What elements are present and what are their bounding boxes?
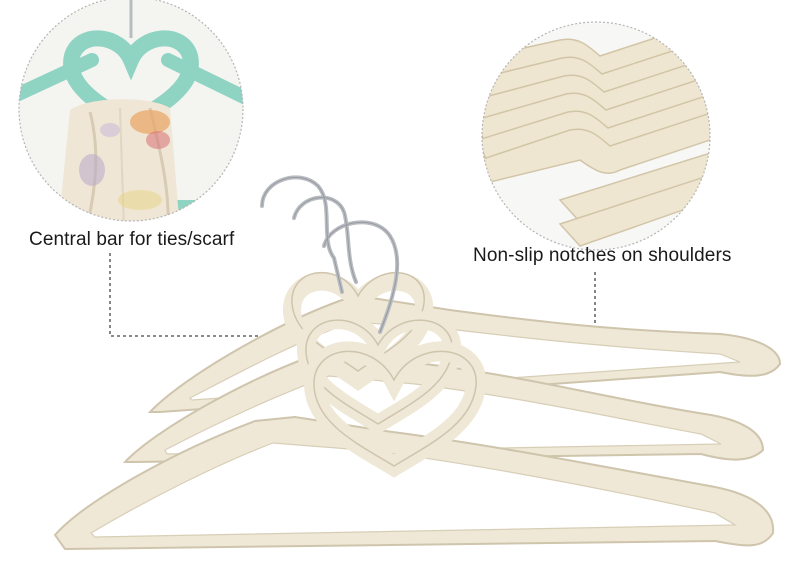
main-hanger-stack bbox=[53, 175, 782, 551]
hanger-front bbox=[53, 415, 775, 551]
left-inset-circle bbox=[18, 0, 244, 222]
left-leader-line bbox=[109, 253, 276, 337]
right-inset-circle bbox=[481, 21, 711, 251]
caption-central-bar: Central bar for ties/scarf bbox=[29, 229, 235, 250]
heart-back bbox=[283, 272, 434, 392]
caption-non-slip-notches: Non-slip notches on shoulders bbox=[473, 245, 732, 266]
